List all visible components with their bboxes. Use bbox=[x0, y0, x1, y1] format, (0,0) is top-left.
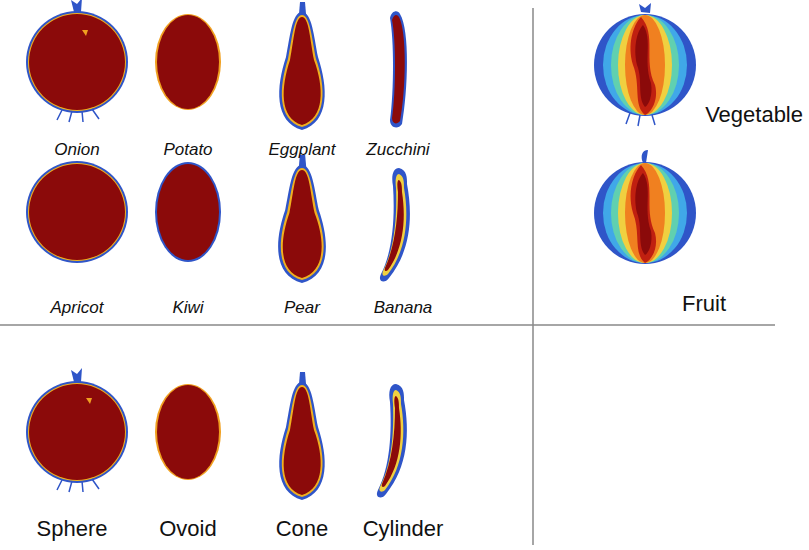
item-label: Pear bbox=[284, 299, 320, 318]
category-label: Fruit bbox=[682, 292, 726, 316]
item-label: Zucchini bbox=[366, 141, 429, 160]
item-label: Onion bbox=[54, 141, 99, 160]
category-label: Vegetable bbox=[705, 103, 803, 127]
category-label: Cone bbox=[276, 517, 329, 541]
item-label: Banana bbox=[374, 299, 433, 318]
item-label: Apricot bbox=[51, 299, 104, 318]
item-label: Eggplant bbox=[268, 141, 335, 160]
category-label: Ovoid bbox=[159, 517, 216, 541]
category-label: Sphere bbox=[37, 517, 108, 541]
divider bbox=[532, 8, 534, 545]
category-label: Cylinder bbox=[363, 517, 444, 541]
item-label: Potato bbox=[163, 141, 212, 160]
divider bbox=[0, 324, 775, 326]
item-label: Kiwi bbox=[172, 299, 203, 318]
